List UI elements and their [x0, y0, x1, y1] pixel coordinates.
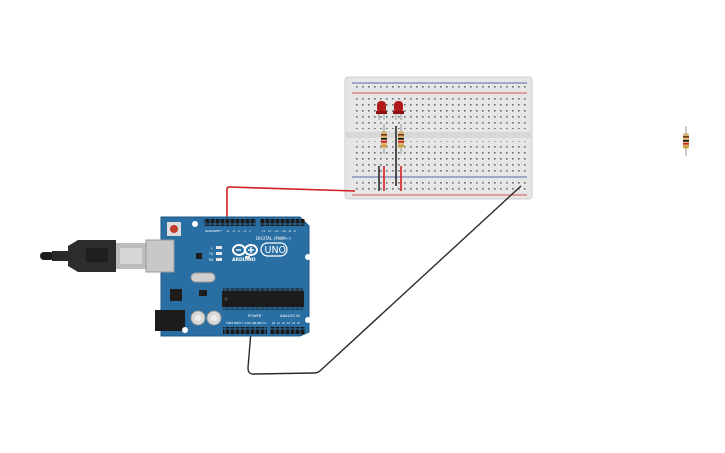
mount-hole-2	[305, 254, 311, 260]
svg-text:~5: ~5	[232, 229, 236, 233]
svg-text:13: 13	[262, 229, 266, 233]
svg-text:5V: 5V	[248, 322, 251, 325]
svg-text:GND: GND	[252, 322, 257, 325]
svg-text:~6: ~6	[226, 229, 230, 233]
svg-text:A5: A5	[297, 322, 300, 325]
svg-text:A1: A1	[277, 322, 280, 325]
center-channel	[346, 132, 531, 138]
digital-header-left[interactable]	[204, 219, 256, 226]
aref-label: AREF	[212, 229, 220, 233]
svg-text:~9: ~9	[288, 229, 292, 233]
crystal	[190, 272, 216, 283]
analog-header[interactable]	[270, 327, 305, 334]
svg-text:~3: ~3	[243, 229, 247, 233]
power-header[interactable]	[223, 327, 267, 334]
usb-cable[interactable]	[40, 240, 146, 272]
voltage-regulator	[170, 289, 182, 301]
svg-text:A4: A4	[292, 322, 295, 325]
arduino-logo	[232, 244, 258, 256]
l-label: L	[211, 246, 213, 250]
resistor-2[interactable]	[398, 124, 404, 154]
l-led	[216, 246, 222, 249]
svg-text:A2: A2	[282, 322, 285, 325]
digital-label: DIGITAL (PWM~)	[256, 236, 291, 241]
resistor-1[interactable]	[381, 124, 387, 154]
mount-hole-1	[192, 221, 198, 227]
svg-text:4: 4	[238, 229, 240, 233]
gnd-label: GND	[205, 229, 213, 233]
svg-text:A0: A0	[272, 322, 275, 325]
digital-header-right[interactable]	[260, 219, 305, 226]
svg-text:A3: A3	[287, 322, 290, 325]
rx-label: RX	[209, 258, 214, 262]
svg-text:RESET: RESET	[234, 322, 242, 325]
led-2[interactable]	[393, 101, 404, 120]
power-label: POWER	[248, 314, 262, 318]
top-rail-holes[interactable]	[352, 85, 527, 91]
mount-hole-4	[182, 327, 188, 333]
power-jack[interactable]	[155, 310, 185, 331]
analog-label: ANALOG IN	[280, 314, 300, 318]
mount-hole-3	[305, 317, 311, 323]
wire-black-gnd-to-breadboard[interactable]	[247, 185, 522, 375]
tx-led	[216, 252, 222, 255]
svg-text:~10: ~10	[281, 229, 286, 233]
cable-end	[40, 252, 54, 260]
tx-label: TX	[208, 252, 214, 256]
svg-text:GND: GND	[257, 322, 262, 325]
svg-text:Vin: Vin	[262, 322, 267, 325]
breadboard[interactable]	[344, 76, 533, 200]
svg-text:12: 12	[268, 229, 272, 233]
svg-text:8: 8	[294, 229, 296, 233]
on-led	[245, 256, 250, 259]
arduino-brand: ARDUINO	[232, 257, 256, 263]
svg-text:3.3V: 3.3V	[242, 322, 248, 325]
atmega-chip	[222, 291, 304, 307]
led-1[interactable]	[376, 101, 387, 120]
loose-resistor[interactable]	[683, 126, 689, 156]
svg-text:IOREF: IOREF	[226, 322, 234, 325]
svg-text:2: 2	[249, 229, 251, 233]
rx-led	[216, 258, 222, 261]
svg-text:7: 7	[220, 229, 222, 233]
uno-badge	[260, 242, 288, 257]
usb-port	[145, 239, 175, 273]
svg-text:~11: ~11	[274, 229, 279, 233]
wire-red-pin-to-breadboard[interactable]	[226, 186, 356, 220]
uno-label: UNO	[265, 245, 287, 256]
